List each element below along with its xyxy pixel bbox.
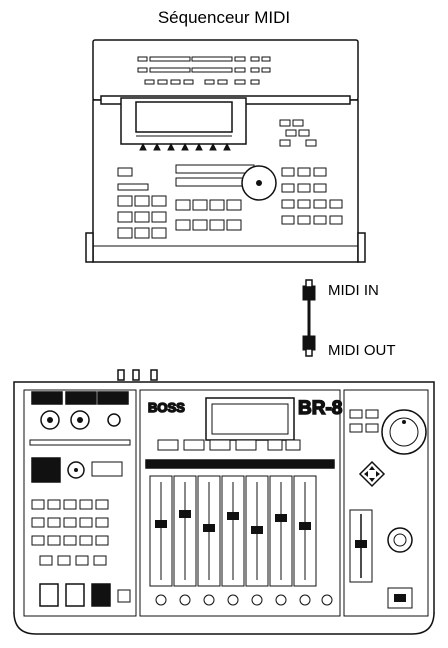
sequencer-title: Séquenceur MIDI bbox=[157, 8, 291, 27]
midi-sequencer bbox=[85, 39, 366, 263]
brand-text: BOSS bbox=[148, 400, 185, 415]
midi-cable bbox=[302, 279, 316, 357]
br8-recorder: ▦▦ bbox=[13, 369, 435, 635]
midi-out-label: MIDI OUT bbox=[328, 342, 396, 359]
midi-in-label: MIDI IN bbox=[328, 282, 379, 299]
model-text: BR-8 bbox=[298, 398, 342, 419]
bass-pad-text: ▦▦ bbox=[35, 465, 52, 475]
